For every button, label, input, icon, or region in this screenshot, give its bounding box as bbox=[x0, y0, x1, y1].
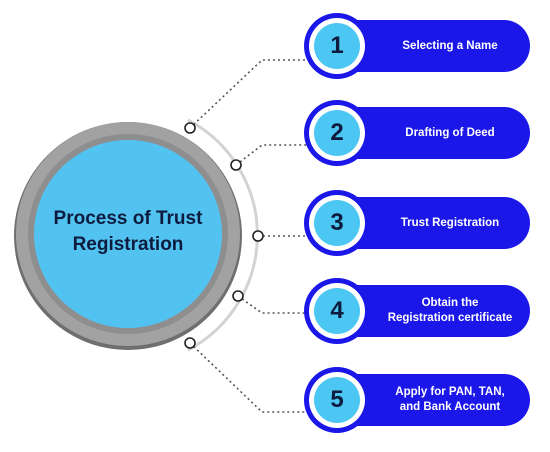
step-5-badge: 5 bbox=[304, 367, 370, 433]
step-2-label: Drafting of Deed bbox=[405, 126, 495, 139]
step-5: 5 Apply for PAN, TAN, and Bank Account bbox=[304, 367, 530, 433]
junction-dot-2 bbox=[230, 159, 242, 171]
step-1-badge: 1 bbox=[304, 13, 370, 79]
step-3-badge: 3 bbox=[304, 190, 370, 256]
step-4-badge: 4 bbox=[304, 278, 370, 344]
step-2: 2 Drafting of Deed bbox=[304, 100, 530, 166]
junction-dot-4 bbox=[232, 290, 244, 302]
step-1-label: Selecting a Name bbox=[402, 39, 498, 52]
step-2-badge: 2 bbox=[304, 100, 370, 166]
step-4: 4 Obtain the Registration certificate bbox=[304, 278, 530, 344]
step-3: 3 Trust Registration bbox=[304, 190, 530, 256]
junction-dot-1 bbox=[184, 122, 196, 134]
junction-dot-3 bbox=[252, 230, 264, 242]
connector-5 bbox=[189, 342, 312, 413]
connector-1 bbox=[189, 59, 312, 129]
step-4-number: 4 bbox=[314, 288, 360, 334]
connector-2 bbox=[235, 144, 312, 166]
step-1-number: 1 bbox=[314, 23, 360, 69]
step-5-number: 5 bbox=[314, 377, 360, 423]
step-1: 1 Selecting a Name bbox=[304, 13, 530, 79]
connector-4 bbox=[237, 295, 312, 314]
step-5-label: Apply for PAN, TAN, and Bank Account bbox=[395, 386, 505, 413]
center-title: Process of Trust Registration bbox=[53, 208, 203, 255]
junction-dot-5 bbox=[184, 337, 196, 349]
center-circle bbox=[34, 140, 222, 328]
step-4-label: Obtain the Registration certificate bbox=[387, 297, 513, 324]
step-3-label: Trust Registration bbox=[400, 216, 500, 229]
step-2-number: 2 bbox=[314, 110, 360, 156]
step-3-number: 3 bbox=[314, 200, 360, 246]
